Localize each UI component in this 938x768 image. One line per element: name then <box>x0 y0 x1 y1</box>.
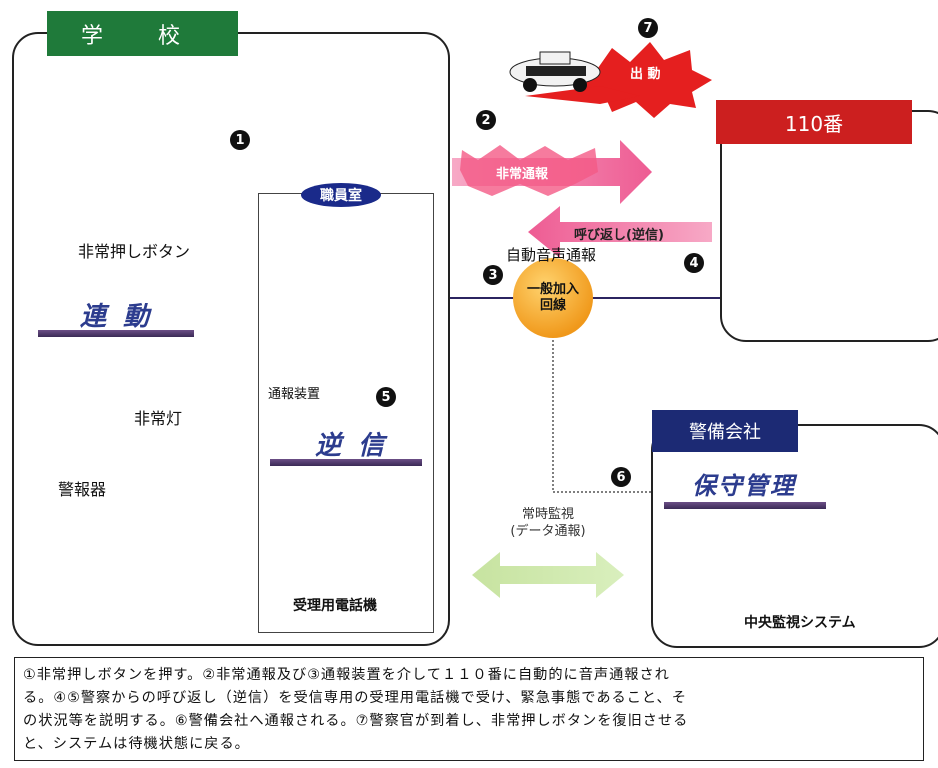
panic-button-label: 非常押しボタン <box>78 242 191 261</box>
number-5-badge: 5 <box>376 387 396 407</box>
police-car-icon <box>509 51 601 92</box>
alarm-label: 警報器 <box>58 480 107 499</box>
callback-label: 呼び返し(逆信) <box>574 228 664 243</box>
monitoring-label: 常時監視 (データ通報) <box>496 506 600 540</box>
police-panel <box>720 110 938 342</box>
monitoring-label-line2: (データ通報) <box>510 524 586 539</box>
phone-line-node <box>513 258 593 338</box>
maintenance-bar <box>664 502 826 509</box>
caption-line-1: ①非常押しボタンを押す。②非常通報及び③通報装置を介して１１０番に自動的に音声通… <box>23 667 670 683</box>
callback-arrow <box>528 206 712 258</box>
security-dotted-line <box>552 320 652 493</box>
maintenance-label: 保守管理 <box>692 472 796 500</box>
auto-voice-label: 自動音声通報 <box>506 246 597 264</box>
staff-room-panel <box>258 193 434 633</box>
security-title-text: 警備会社 <box>689 422 761 443</box>
staff-room-title-text: 職員室 <box>320 188 362 204</box>
school-title-text: 学 校 <box>81 23 204 49</box>
caption-line-2: る。④⑤警察からの呼び返し（逆信）を受信専用の受理用電話機で受け、緊急事態である… <box>23 690 687 706</box>
phone-label: 受理用電話機 <box>293 598 377 614</box>
line-label: 一般加入 回線 <box>526 282 579 313</box>
caption-line-4: と、システムは待機状態に戻る。 <box>23 736 250 752</box>
gyakushin-label: 逆 信 <box>315 431 389 461</box>
emergency-light-label: 非常灯 <box>134 409 183 428</box>
security-panel <box>651 424 938 648</box>
number-1-badge: 1 <box>230 130 250 150</box>
caption-box: ①非常押しボタンを押す。②非常通報及び③通報装置を介して１１０番に自動的に音声通… <box>14 657 924 761</box>
number-6-badge: 6 <box>611 467 631 487</box>
police-title: 110番 <box>716 100 912 144</box>
system-label: 中央監視システム <box>744 615 856 631</box>
number-7-badge: 7 <box>638 18 658 38</box>
device-label: 通報装置 <box>268 387 321 402</box>
rendou-label: 連 動 <box>80 302 154 332</box>
gyakushin-bar <box>270 459 422 466</box>
caption-line-3: の状況等を説明する。⑥警備会社へ通報される。⑦警察官が到着し、非常押しボタンを復… <box>23 713 689 729</box>
rendou-bar <box>38 330 194 337</box>
number-2-badge: 2 <box>476 110 496 130</box>
monitoring-label-line1: 常時監視 <box>521 507 574 522</box>
police-title-text: 110番 <box>784 111 844 136</box>
monitoring-arrow <box>472 552 624 598</box>
school-title: 学 校 <box>47 11 238 56</box>
emergency-report-label: 非常通報 <box>496 167 549 182</box>
number-3-badge: 3 <box>483 265 503 285</box>
number-4-badge: 4 <box>684 253 704 273</box>
security-title: 警備会社 <box>652 410 798 452</box>
dispatch-label: 出 動 <box>630 67 661 82</box>
staff-room-title: 職員室 <box>301 183 381 207</box>
